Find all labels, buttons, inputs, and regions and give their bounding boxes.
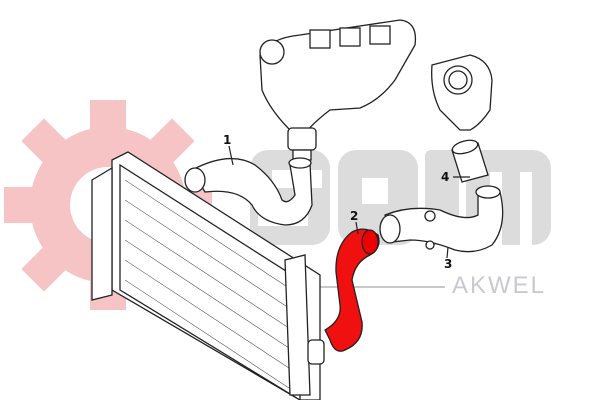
callout-4: 4 — [441, 170, 449, 184]
callout-1: 1 — [223, 133, 231, 147]
intercooler-drawing — [91, 151, 325, 400]
hose-4[interactable] — [451, 138, 489, 183]
hose-2-highlighted[interactable] — [324, 228, 380, 352]
callout-3: 3 — [444, 257, 452, 271]
watermark-akwel: AKWEL — [452, 272, 546, 299]
throttle-body-drawing — [431, 54, 493, 131]
callout-2: 2 — [350, 209, 358, 223]
turbo-manifold-drawing — [259, 19, 417, 161]
hose-3[interactable] — [384, 191, 504, 253]
